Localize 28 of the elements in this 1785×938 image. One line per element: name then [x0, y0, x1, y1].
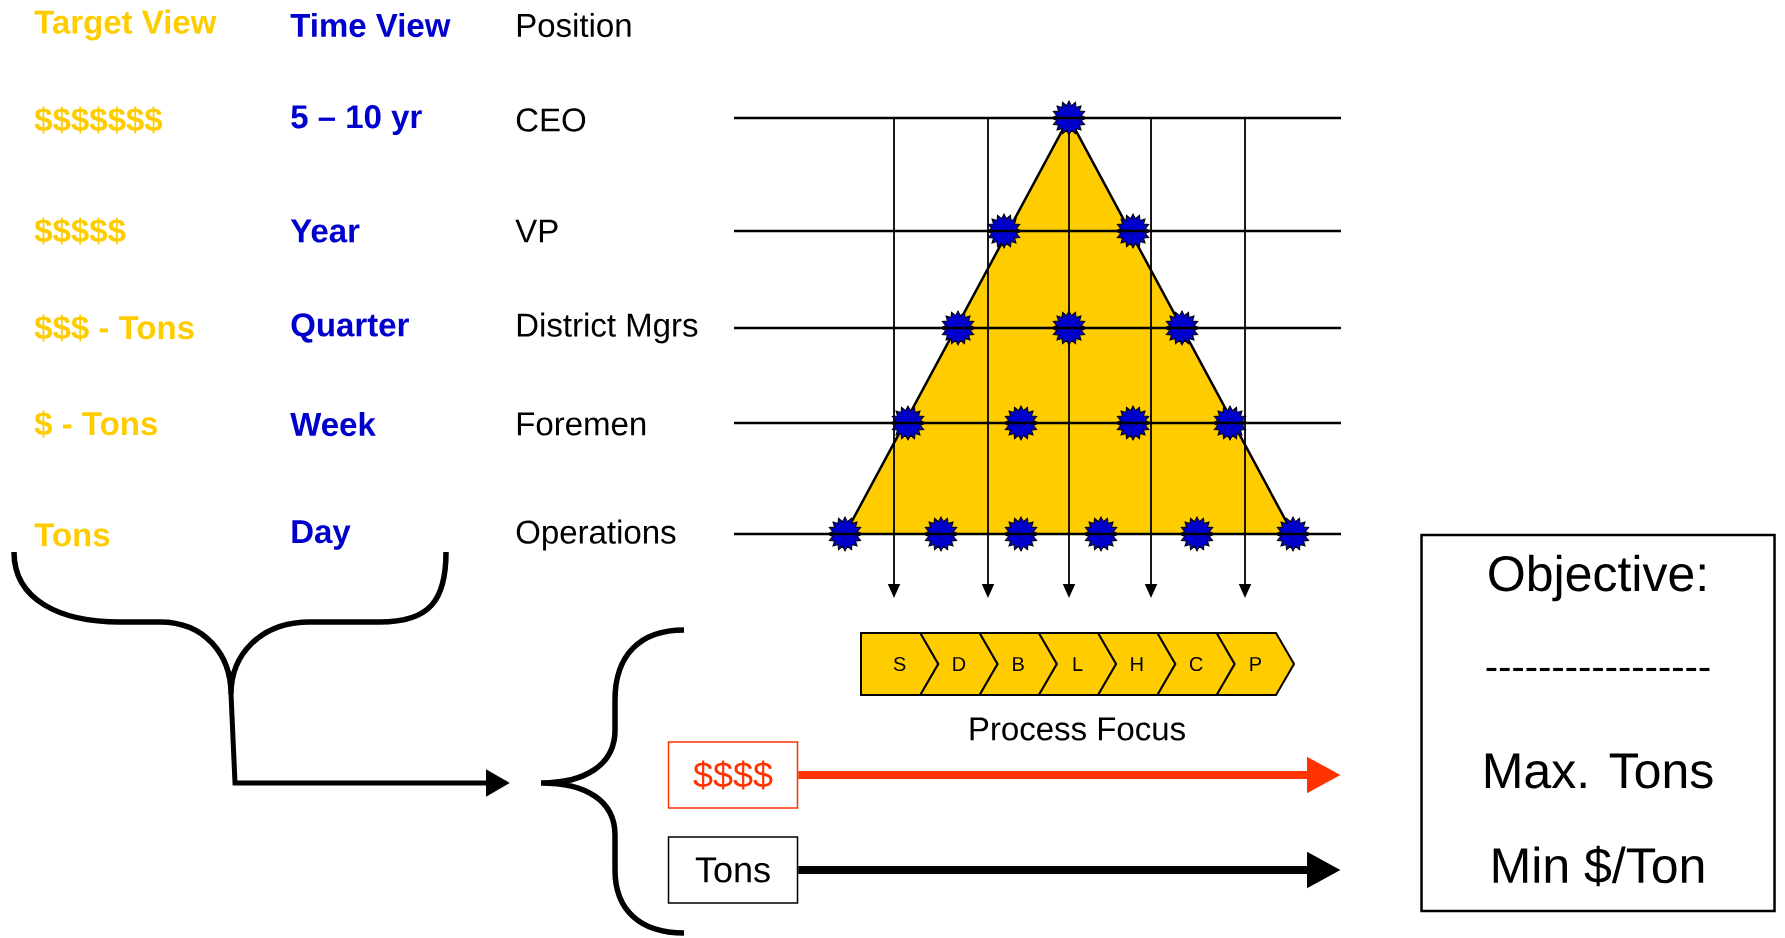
table-text: VP — [515, 219, 558, 243]
table-text: Foremen — [517, 412, 646, 436]
table-text: $$$$$ — [34, 217, 126, 245]
table-text: CEO — [516, 108, 586, 132]
process-step: D — [918, 632, 999, 696]
process-step: H — [1096, 632, 1177, 696]
table-text: Quarter — [291, 313, 409, 343]
table-text: 5 – 10 yr — [291, 105, 422, 135]
table-text: $ - Tons — [34, 410, 157, 438]
table-text: Day — [292, 520, 351, 550]
label-box: $$$$ — [667, 741, 799, 809]
table-text: Week — [290, 411, 376, 437]
table-text: $$$ - Tons — [34, 314, 194, 342]
process-step: B — [977, 632, 1059, 696]
table-text: Time View — [290, 12, 451, 38]
objective-box: Objective: ----------------- Max. Tons Min $/Ton — [1420, 533, 1776, 913]
table-text: Position — [517, 12, 631, 38]
process-step: L — [1037, 632, 1118, 696]
table-text: Year — [290, 219, 360, 243]
table-text: Tons — [34, 523, 110, 547]
table-text: Operations — [516, 519, 676, 551]
process-step: C — [1155, 632, 1236, 696]
table-text: District Mgrs — [517, 312, 698, 344]
caption-text: Process Focus — [970, 717, 1185, 741]
table-text: $$$$$$$ — [34, 106, 163, 134]
table-text: Target View — [34, 9, 217, 41]
label-box: Tons — [667, 836, 799, 904]
process-step: P — [1215, 632, 1296, 696]
